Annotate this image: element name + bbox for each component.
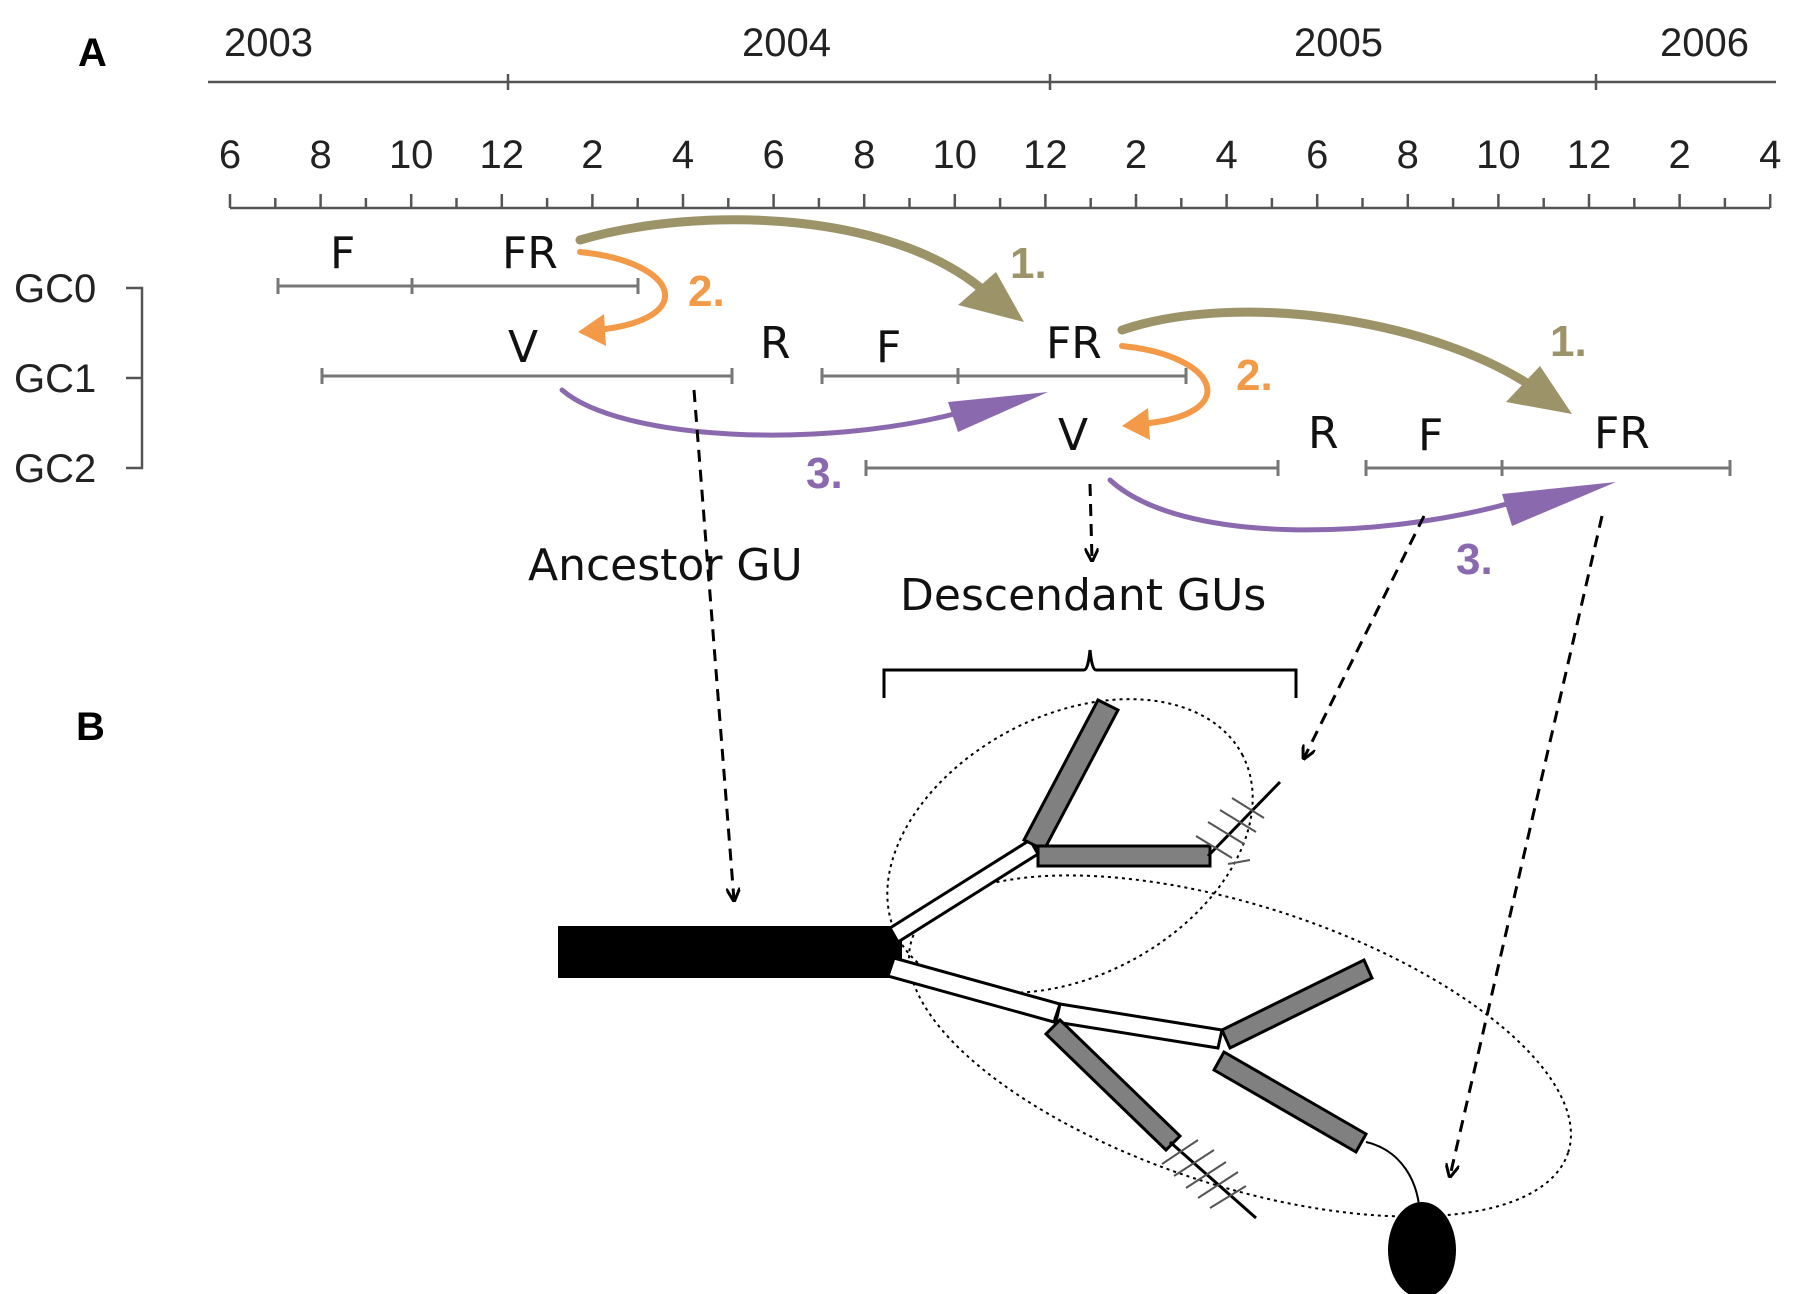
descendant-gu-lower xyxy=(886,956,1062,1024)
phase-label-f: F xyxy=(876,322,901,373)
olive-arrow-head xyxy=(958,272,1024,322)
gray-gu xyxy=(1036,844,1212,868)
ancestor-dashed-arrow xyxy=(692,389,734,900)
inflorescence-dashed-arrow xyxy=(1304,515,1426,758)
arrow-label-1: 1. xyxy=(1010,239,1047,288)
year-label-2005: 2005 xyxy=(1294,21,1383,65)
month-label: 12 xyxy=(1567,133,1612,177)
month-label: 4 xyxy=(1759,133,1781,177)
gc1-phases: V R F FR xyxy=(320,318,1188,384)
descendant-gus-label: Descendant GUs xyxy=(900,570,1266,621)
month-label: 6 xyxy=(762,133,784,177)
month-label: 10 xyxy=(933,133,978,177)
purple-arrow-head xyxy=(948,392,1048,432)
inflorescence-axis xyxy=(1206,780,1282,858)
phase-label-fr: FR xyxy=(1046,318,1102,369)
inflorescence-hatches xyxy=(1161,1139,1247,1209)
fruit-icon xyxy=(1388,1202,1456,1294)
purple-arrows: 3. 3. xyxy=(559,387,1616,584)
gray-gu xyxy=(1043,1017,1183,1153)
gray-gu xyxy=(1220,957,1374,1051)
month-ticks xyxy=(228,194,1772,208)
descendant-gu-lower-2 xyxy=(1054,1002,1224,1050)
orange-arrow-curve xyxy=(577,249,669,333)
descendant-group-ellipse xyxy=(886,698,1254,994)
orange-arrow-curve xyxy=(1119,343,1211,427)
phase-label-r: R xyxy=(1308,408,1339,459)
month-label: 2 xyxy=(581,133,603,177)
phase-label-fr: FR xyxy=(1594,408,1650,459)
cycle-label-gc0: GC0 xyxy=(14,267,96,311)
month-label: 8 xyxy=(853,133,875,177)
month-axis: 6 8 10 12 2 4 6 8 10 12 2 4 6 8 10 12 2 4 xyxy=(219,133,1781,210)
orange-arrows: 2. 2. xyxy=(577,249,1273,440)
year-label-2003: 2003 xyxy=(224,21,313,65)
year-axis: 2003 2004 2005 2006 xyxy=(208,21,1776,90)
descendant-brace xyxy=(882,649,1298,698)
ancestor-gu xyxy=(558,926,902,978)
orange-arrow-head xyxy=(1122,408,1150,440)
architecture-drawing xyxy=(558,698,1572,1294)
month-label: 2 xyxy=(1668,133,1690,177)
month-label: 6 xyxy=(219,133,241,177)
gray-gu xyxy=(1211,1049,1369,1155)
month-label: 10 xyxy=(1476,133,1521,177)
month-label: 10 xyxy=(389,133,434,177)
cycle-label-gc1: GC1 xyxy=(14,357,96,401)
olive-arrows: 1. 1. xyxy=(575,215,1587,414)
dashed-connectors xyxy=(692,389,1604,1176)
phase-label-f: F xyxy=(1418,410,1443,461)
panel-label-b: B xyxy=(76,705,105,749)
month-label: 4 xyxy=(672,133,694,177)
inflorescence-hatches xyxy=(1195,797,1265,865)
phase-label-v: V xyxy=(1058,410,1088,461)
month-label: 12 xyxy=(1023,133,1068,177)
phase-label-fr: FR xyxy=(502,228,558,279)
phase-label-v: V xyxy=(508,322,538,373)
month-label: 8 xyxy=(1397,133,1419,177)
phase-label-r: R xyxy=(760,318,791,369)
gc0-phases: F FR xyxy=(276,228,640,294)
purple-arrow-curve xyxy=(559,387,965,438)
month-label: 8 xyxy=(309,133,331,177)
arrow-label-3: 3. xyxy=(1456,535,1493,584)
month-label: 6 xyxy=(1306,133,1328,177)
arrow-label-2: 2. xyxy=(688,267,725,316)
panel-label-a: A xyxy=(78,31,107,75)
purple-arrow-head xyxy=(1502,482,1616,526)
cycle-axis: GC0 GC1 GC2 xyxy=(14,267,144,491)
arrow-label-1: 1. xyxy=(1550,317,1587,366)
year-label-2004: 2004 xyxy=(742,21,831,65)
month-label: 12 xyxy=(480,133,525,177)
arrow-label-3: 3. xyxy=(806,449,843,498)
month-label: 4 xyxy=(1215,133,1237,177)
purple-arrow-curve xyxy=(1107,477,1517,533)
orange-arrow-head xyxy=(578,314,606,346)
inflorescence-axis xyxy=(1169,1140,1257,1220)
olive-arrow-curve xyxy=(1117,307,1545,397)
month-label: 2 xyxy=(1125,133,1147,177)
year-label-2006: 2006 xyxy=(1660,21,1749,65)
ancestor-gu-label: Ancestor GU xyxy=(528,540,803,591)
olive-arrow-head xyxy=(1506,366,1572,414)
cycle-label-gc2: GC2 xyxy=(14,447,96,491)
descendant-dashed-arrow xyxy=(1090,483,1092,560)
descendant-gu-upper xyxy=(887,837,1041,945)
gray-gu xyxy=(1021,698,1121,852)
fruit-dashed-arrow xyxy=(1450,515,1604,1176)
olive-arrow-curve xyxy=(575,215,997,303)
gc2-phases: V R F FR xyxy=(864,408,1732,476)
descendant-group-ellipse xyxy=(908,874,1572,1218)
arrow-label-2: 2. xyxy=(1236,351,1273,400)
phase-label-f: F xyxy=(330,228,355,279)
month-labels: 6 8 10 12 2 4 6 8 10 12 2 4 6 8 10 12 2 4 xyxy=(219,133,1781,177)
